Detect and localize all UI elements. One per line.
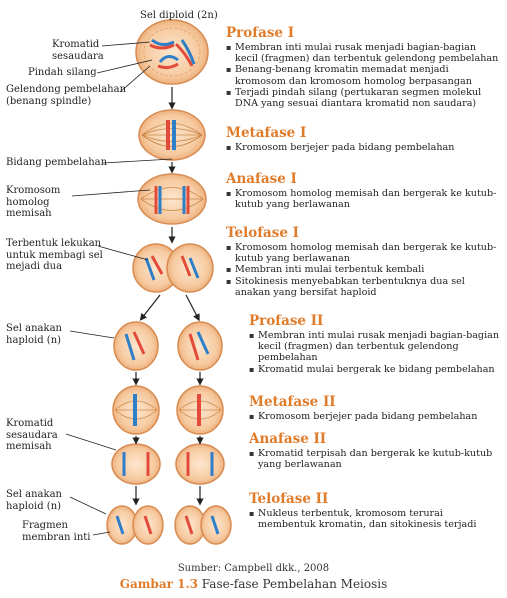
phase-bullet: Membran inti mulai terbentuk kembali: [226, 264, 502, 275]
phase-title: Telofase I: [226, 225, 299, 241]
label-pindah-silang: Pindah silang: [28, 67, 97, 78]
stage-arrows: [132, 87, 204, 506]
figure-caption-text: Fase-fase Pembelahan Meiosis: [201, 577, 388, 591]
phase-telofase-2: Telofase II Nukleus terbentuk, kromosom …: [249, 491, 503, 531]
phase-anafase-2: Anafase II Kromatid terpisah dan bergera…: [249, 431, 503, 471]
label-kromatid-sesaudara: Kromatid sesaudara: [52, 39, 104, 62]
phase-title: Anafase II: [249, 431, 327, 447]
phase-telofase-1: Telofase I Kromosom homolog memisah dan …: [226, 226, 502, 298]
cells-anafase-2: [111, 443, 225, 485]
phase-bullet: Kromosom berjejer pada bidang pembelahan: [249, 411, 503, 422]
label-fragmen-membran: Fragmen membran inti: [22, 520, 91, 543]
label-sel-anakan-1: Sel anakan haploid (n): [6, 323, 62, 346]
phase-title: Telofase II: [249, 491, 329, 507]
phase-bullet: Nukleus terbentuk, kromosom terurai memb…: [249, 508, 503, 530]
phase-bullet: Kromosom homolog memisah dan bergerak ke…: [226, 242, 502, 264]
source-citation: Sumber: Campbell dkk., 2008: [177, 563, 330, 574]
label-kromatid-memisah: Kromatid sesaudara memisah: [6, 418, 58, 452]
phase-title: Profase I: [226, 25, 295, 41]
label-kromosom-homolog: Kromosom homolog memisah: [6, 185, 61, 219]
phase-metafase-2: Metafase II Kromosom berjejer pada bidan…: [249, 394, 503, 423]
phase-profase-2: Profase II Membran inti mulai rusak menj…: [249, 313, 503, 376]
phase-bullet: Kromosom berjejer pada bidang pembelahan: [226, 142, 502, 153]
phase-anafase-1: Anafase I Kromosom homolog memisah dan b…: [226, 171, 502, 211]
cell-anafase-1: [137, 173, 207, 225]
phase-title: Metafase I: [226, 125, 307, 141]
figure-caption: Gambar 1.3 Fase-fase Pembelahan Meiosis: [0, 577, 507, 591]
cells-telofase-2: [106, 505, 232, 545]
label-sel-anakan-2: Sel anakan haploid (n): [6, 489, 62, 512]
cells-profase-2: [113, 321, 223, 371]
phase-bullet: Terjadi pindah silang (pertukaran segmen…: [226, 87, 502, 109]
label-bidang-pembelahan: Bidang pembelahan: [6, 157, 108, 168]
phase-bullet: Membran inti mulai rusak menjadi bagian-…: [226, 42, 502, 64]
phase-bullet: Benang-benang kromatin memadat menjadi k…: [226, 64, 502, 86]
phase-bullet: Kromatid mulai bergerak ke bidang pembel…: [249, 364, 503, 375]
phase-title: Anafase I: [226, 171, 297, 187]
phase-bullet: Sitokinesis menyebabkan terbentuknya dua…: [226, 276, 502, 298]
leader-lines: [65, 41, 173, 536]
figure-number: Gambar 1.3: [119, 577, 198, 591]
cell-profase-1: [135, 19, 209, 85]
phase-bullet: Kromatid terpisah dan bergerak ke kutub-…: [249, 448, 503, 470]
label-gelendong: Gelendong pembelahan (benang spindle): [6, 84, 127, 107]
phase-title: Metafase II: [249, 394, 336, 410]
top-label: Sel diploid (2n): [140, 10, 218, 21]
cells-metafase-2: [112, 385, 224, 435]
phase-bullet: Kromosom homolog memisah dan bergerak ke…: [226, 188, 502, 210]
phase-metafase-1: Metafase I Kromosom berjejer pada bidang…: [226, 125, 502, 154]
label-lekukan: Terbentuk lekukan untuk membagi sel meja…: [6, 238, 103, 272]
cell-telofase-1: [132, 243, 214, 293]
phase-title: Profase II: [249, 313, 324, 329]
phase-bullet: Membran inti mulai rusak menjadi bagian-…: [249, 330, 503, 364]
cell-metafase-1: [138, 109, 206, 161]
phase-profase-1: Profase I Membran inti mulai rusak menja…: [226, 25, 502, 110]
